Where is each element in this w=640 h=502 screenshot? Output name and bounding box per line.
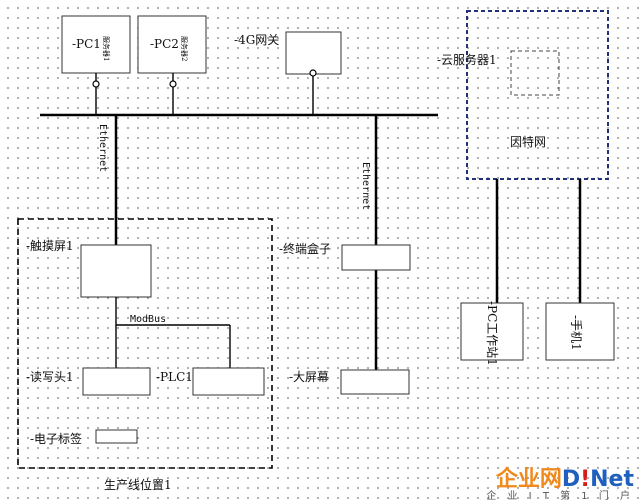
rfid-tag-box — [95, 429, 138, 444]
internet-label: 因特网 — [510, 134, 546, 149]
watermark-logo: 企业网D!Net 企 业 I T 第 1 门 户 — [468, 461, 638, 502]
big-screen-box — [340, 369, 410, 395]
big-screen-label: -大屏幕 — [289, 370, 329, 384]
pc-station-node[interactable]: -PC工作站1 — [460, 301, 524, 366]
plc-box — [192, 367, 265, 396]
phone-node[interactable]: -手机1 — [545, 302, 615, 361]
production-line-group[interactable]: 生产线位置1 — [17, 218, 273, 492]
pc1-node[interactable]: -PC1 服务器1 — [61, 15, 131, 74]
pc1-sublabel: 服务器1 — [102, 36, 111, 61]
touch-screen-node[interactable]: -触摸屏1 — [26, 239, 152, 298]
pc2-sublabel: 服务器2 — [180, 36, 189, 61]
gateway-label: -4G网关 — [234, 33, 279, 47]
pc1-port-icon — [92, 80, 100, 88]
terminal-box-box — [341, 244, 411, 271]
reader-node[interactable]: -读写头1 — [26, 367, 151, 396]
gateway-box — [285, 31, 342, 75]
big-screen-node[interactable]: -大屏幕 — [289, 369, 410, 395]
touch-screen-label: -触摸屏1 — [26, 239, 74, 253]
gateway-node[interactable]: -4G网关 — [234, 31, 342, 75]
pc2-box — [137, 15, 207, 74]
terminal-box-label: -终端盒子 — [279, 241, 331, 256]
reader-box — [82, 367, 151, 396]
cloud-server-label: -云服务器1 — [437, 52, 497, 67]
pc-station-box — [460, 302, 524, 361]
internet-region[interactable]: -云服务器1 因特网 — [437, 10, 609, 180]
production-line-border — [17, 218, 273, 469]
ethernet-right-label: Ethernet — [360, 162, 371, 210]
reader-label: -读写头1 — [26, 370, 74, 384]
modbus-label: ModBus — [130, 314, 166, 325]
phone-label: -手机1 — [569, 315, 583, 351]
production-line-label: 生产线位置1 — [104, 477, 172, 492]
watermark-text-b: D — [561, 467, 581, 492]
touch-screen-box — [80, 244, 152, 298]
rfid-tag-label: -电子标签 — [30, 431, 82, 446]
watermark-main: 企业网D!Net — [496, 461, 634, 493]
ethernet-left-label: Ethernet — [97, 124, 108, 172]
watermark-text-a: 企业网 — [495, 467, 562, 492]
plc-label: -PLC1 — [156, 370, 193, 384]
gateway-port-icon — [309, 69, 317, 77]
pc-station-label: -PC工作站1 — [485, 301, 499, 366]
watermark-text-d: Net — [590, 467, 634, 492]
pc1-label: -PC1 — [72, 37, 101, 51]
plc-node[interactable]: -PLC1 — [156, 367, 265, 396]
internet-border — [466, 10, 609, 180]
pc2-port-icon — [169, 80, 177, 88]
phone-box — [545, 302, 615, 361]
pc2-label: -PC2 — [150, 37, 179, 51]
watermark-subtitle: 企 业 I T 第 1 门 户 — [486, 491, 634, 502]
cloud-server-box — [510, 50, 560, 96]
watermark-text-c: ! — [580, 467, 591, 492]
pc2-node[interactable]: -PC2 服务器2 — [137, 15, 207, 74]
rfid-tag-node[interactable]: -电子标签 — [30, 429, 138, 446]
terminal-box-node[interactable]: -终端盒子 — [279, 241, 411, 271]
